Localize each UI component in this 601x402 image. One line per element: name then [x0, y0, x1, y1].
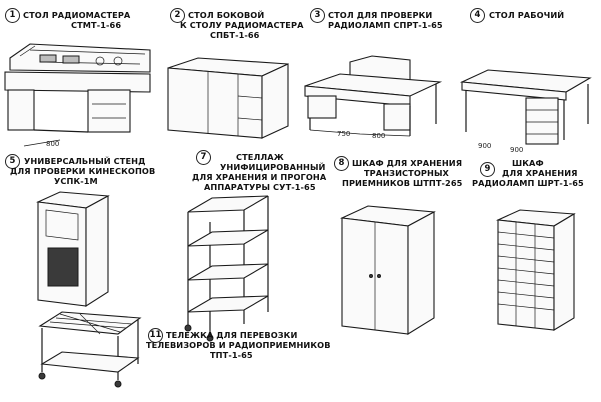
- caption-line: ДЛЯ ХРАНЕНИЯ И ПРОГОНА: [192, 172, 327, 182]
- radio-master-table-drawing: [4, 43, 151, 147]
- dimension-label: 800: [46, 140, 60, 148]
- caption-unified-rack: СТЕЛЛАЖ УНИФИЦИРОВАННЫЙ ДЛЯ ХРАНЕНИЯ И П…: [192, 152, 326, 192]
- item-number-8: 8: [334, 156, 349, 171]
- dimension-label: 900: [478, 142, 492, 150]
- transistor-cabinet-drawing: [340, 205, 436, 335]
- caption-line: СТЕЛЛАЖ: [236, 152, 284, 162]
- caption-line: ДЛЯ ХРАНЕНИЯ: [502, 168, 578, 178]
- dimension-label: 900: [510, 146, 524, 154]
- dimension-label: 800: [372, 132, 386, 140]
- trolley-drawing: [38, 311, 142, 388]
- caption-work-table: СТОЛ РАБОЧИЙ: [489, 10, 564, 20]
- item-number-11: 11: [148, 328, 163, 343]
- caption-tube-testing-table: СТОЛ ДЛЯ ПРОВЕРКИ РАДИОЛАМП СПРТ-1-65: [328, 10, 443, 30]
- caption-line: УНИВЕРСАЛЬНЫЙ СТЕНД: [24, 156, 146, 166]
- caption-line: РАДИОЛАМП СПРТ-1-65: [328, 20, 443, 30]
- caption-line: СТОЛ ДЛЯ ПРОВЕРКИ: [328, 10, 433, 20]
- tube-cabinet-drawing: [495, 209, 576, 331]
- caption-tube-cabinet: ШКАФ ДЛЯ ХРАНЕНИЯ РАДИОЛАМП ШРТ-1-65: [472, 158, 584, 188]
- caption-line: СПБТ-1-66: [210, 30, 260, 40]
- item-number-9: 9: [480, 162, 495, 177]
- kinescope-stand-drawing: [36, 191, 110, 308]
- caption-line: УНИФИЦИРОВАННЫЙ: [220, 162, 326, 172]
- dimension-label: 750: [337, 130, 351, 138]
- caption-line: ТЕЛЕЖКА ДЛЯ ПЕРЕВОЗКИ: [166, 330, 298, 340]
- caption-line: УСПК-1М: [54, 176, 98, 186]
- caption-line: СТОЛ РАДИОМАСТЕРА: [23, 10, 131, 20]
- caption-line: СТОЛ РАБОЧИЙ: [489, 10, 565, 20]
- item-number-3: 3: [310, 8, 325, 23]
- caption-side-table: СТОЛ БОКОВОЙ К СТОЛУ РАДИОМАСТЕРА СПБТ-1…: [180, 10, 304, 40]
- caption-kinescope-stand: УНИВЕРСАЛЬНЫЙ СТЕНД ДЛЯ ПРОВЕРКИ КИНЕСКО…: [10, 156, 155, 186]
- work-table-drawing: [459, 69, 592, 145]
- caption-line: ТРАНЗИСТОРНЫХ: [364, 168, 449, 178]
- caption-line: СТОЛ БОКОВОЙ: [188, 10, 265, 20]
- item-number-5: 5: [5, 154, 20, 169]
- unified-rack-drawing: [184, 195, 269, 342]
- item-number-1: 1: [5, 8, 20, 23]
- item-number-4: 4: [470, 8, 485, 23]
- caption-transistor-cabinet: ШКАФ ДЛЯ ХРАНЕНИЯ ТРАНЗИСТОРНЫХ ПРИЕМНИК…: [342, 158, 463, 188]
- caption-line: ТПТ-1-65: [210, 350, 253, 360]
- side-table-drawing: [167, 57, 289, 139]
- caption-line: ТЕЛЕВИЗОРОВ И РАДИОПРИЕМНИКОВ: [146, 340, 331, 350]
- caption-trolley: ТЕЛЕЖКА ДЛЯ ПЕРЕВОЗКИ ТЕЛЕВИЗОРОВ И РАДИ…: [146, 330, 331, 360]
- caption-line: ШКАФ ДЛЯ ХРАНЕНИЯ: [352, 158, 463, 168]
- caption-line: ШКАФ: [512, 158, 544, 168]
- caption-line: ПРИЕМНИКОВ ШТПТ-265: [342, 178, 463, 188]
- caption-line: К СТОЛУ РАДИОМАСТЕРА: [180, 20, 304, 30]
- caption-line: АППАРАТУРЫ СУТ-1-65: [204, 182, 316, 192]
- caption-line: ДЛЯ ПРОВЕРКИ КИНЕСКОПОВ: [10, 166, 156, 176]
- caption-line: РАДИОЛАМП ШРТ-1-65: [472, 178, 584, 188]
- tube-testing-table-drawing: [304, 55, 443, 137]
- item-number-2: 2: [170, 8, 185, 23]
- caption-line: СТМТ-1-66: [71, 20, 122, 30]
- caption-radio-master-table: СТОЛ РАДИОМАСТЕРА СТМТ-1-66: [23, 10, 130, 30]
- item-number-7: 7: [196, 150, 211, 165]
